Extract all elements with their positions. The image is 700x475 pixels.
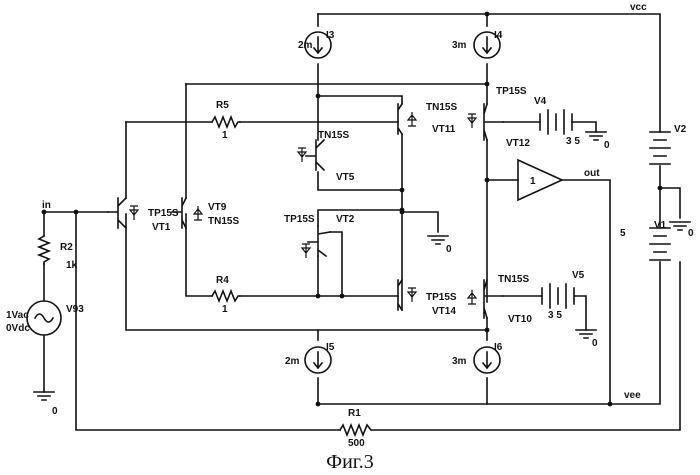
v5-label: V5 xyxy=(572,270,585,281)
i6-value: 3m xyxy=(452,356,467,367)
transistor-vt2 xyxy=(302,226,330,258)
vt14-label: VT14 xyxy=(432,306,456,317)
buffer-gain-label: 1 xyxy=(530,176,536,187)
r5-value: 1 xyxy=(222,130,228,141)
vt1-label: VT1 xyxy=(152,222,171,233)
vt9-label: VT9 xyxy=(208,202,227,213)
vt11-label: VT11 xyxy=(432,124,456,135)
i3-value: 2m xyxy=(298,40,313,51)
r1-label: R1 xyxy=(348,408,361,419)
vt5-model: TN15S xyxy=(318,130,349,141)
i6-label: I6 xyxy=(494,342,503,353)
transistor-vt14 xyxy=(398,280,416,310)
transistor-vt1 xyxy=(108,198,126,228)
resistor-r5 xyxy=(212,117,240,127)
ground-label-mid: 0 xyxy=(446,244,452,255)
battery-v1 xyxy=(650,228,670,260)
i4-value: 3m xyxy=(452,40,467,51)
v93-value-dc: 0Vdc xyxy=(6,323,30,334)
i4-label: I4 xyxy=(494,30,503,41)
transistor-vt10 xyxy=(468,280,503,318)
in-label: in xyxy=(42,200,51,211)
vt2-label: VT2 xyxy=(336,214,355,225)
ground-label-v1: 0 xyxy=(688,228,694,239)
transistor-vt12 xyxy=(468,104,503,140)
figure-caption: Фиг.3 xyxy=(326,451,373,473)
r1-value: 500 xyxy=(348,438,365,449)
buffer-amplifier xyxy=(518,160,562,200)
vt11-model: TN15S xyxy=(426,102,457,113)
i3-label: I3 xyxy=(326,30,335,41)
transistor-vt11 xyxy=(398,104,416,134)
r5-label: R5 xyxy=(216,100,229,111)
v4-label: V4 xyxy=(534,96,547,107)
vt10-label: VT10 xyxy=(508,314,532,325)
v1-value: 5 xyxy=(620,228,626,239)
vcc-label: vcc xyxy=(630,2,647,13)
transistor-vt5 xyxy=(298,140,324,170)
junction-dots xyxy=(42,12,663,407)
battery-v4 xyxy=(540,110,572,134)
ac-source-v93 xyxy=(27,301,61,335)
vt12-model: TP15S xyxy=(496,86,527,97)
i5-value: 2m xyxy=(285,356,300,367)
v93-label: V93 xyxy=(66,304,84,315)
vt10-model: TN15S xyxy=(498,274,529,285)
v5-value: 3 5 xyxy=(548,310,562,321)
battery-v2 xyxy=(650,132,670,164)
resistor-r4 xyxy=(212,291,240,301)
v4-value: 3 5 xyxy=(566,136,580,147)
v93-value-ac: 1Vac xyxy=(6,310,29,321)
diode-vt1 xyxy=(130,206,138,220)
r4-label: R4 xyxy=(216,275,229,286)
vt14-model: TP15S xyxy=(426,292,457,303)
ground-label-v5: 0 xyxy=(592,338,598,349)
resistor-r2 xyxy=(39,236,49,264)
r2-value: 1k xyxy=(66,260,78,271)
resistor-r1 xyxy=(340,425,371,435)
vt2-model: TP15S xyxy=(284,214,315,225)
ground-label-input: 0 xyxy=(52,406,58,417)
ground-label-v4: 0 xyxy=(604,140,610,151)
vt1-model: TP15S xyxy=(148,208,179,219)
i5-label: I5 xyxy=(326,342,335,353)
diode-vt9 xyxy=(194,206,202,220)
vt5-label: VT5 xyxy=(336,172,355,183)
r4-value: 1 xyxy=(222,304,228,315)
v1-label: V1 xyxy=(654,220,667,231)
r2-label: R2 xyxy=(60,242,73,253)
battery-v5 xyxy=(542,284,574,308)
out-label: out xyxy=(584,168,600,179)
wires xyxy=(44,14,680,430)
vt9-model: TN15S xyxy=(208,216,239,227)
v2-label: V2 xyxy=(674,124,687,135)
vt12-label: VT12 xyxy=(506,138,530,149)
vee-label: vee xyxy=(624,390,641,401)
